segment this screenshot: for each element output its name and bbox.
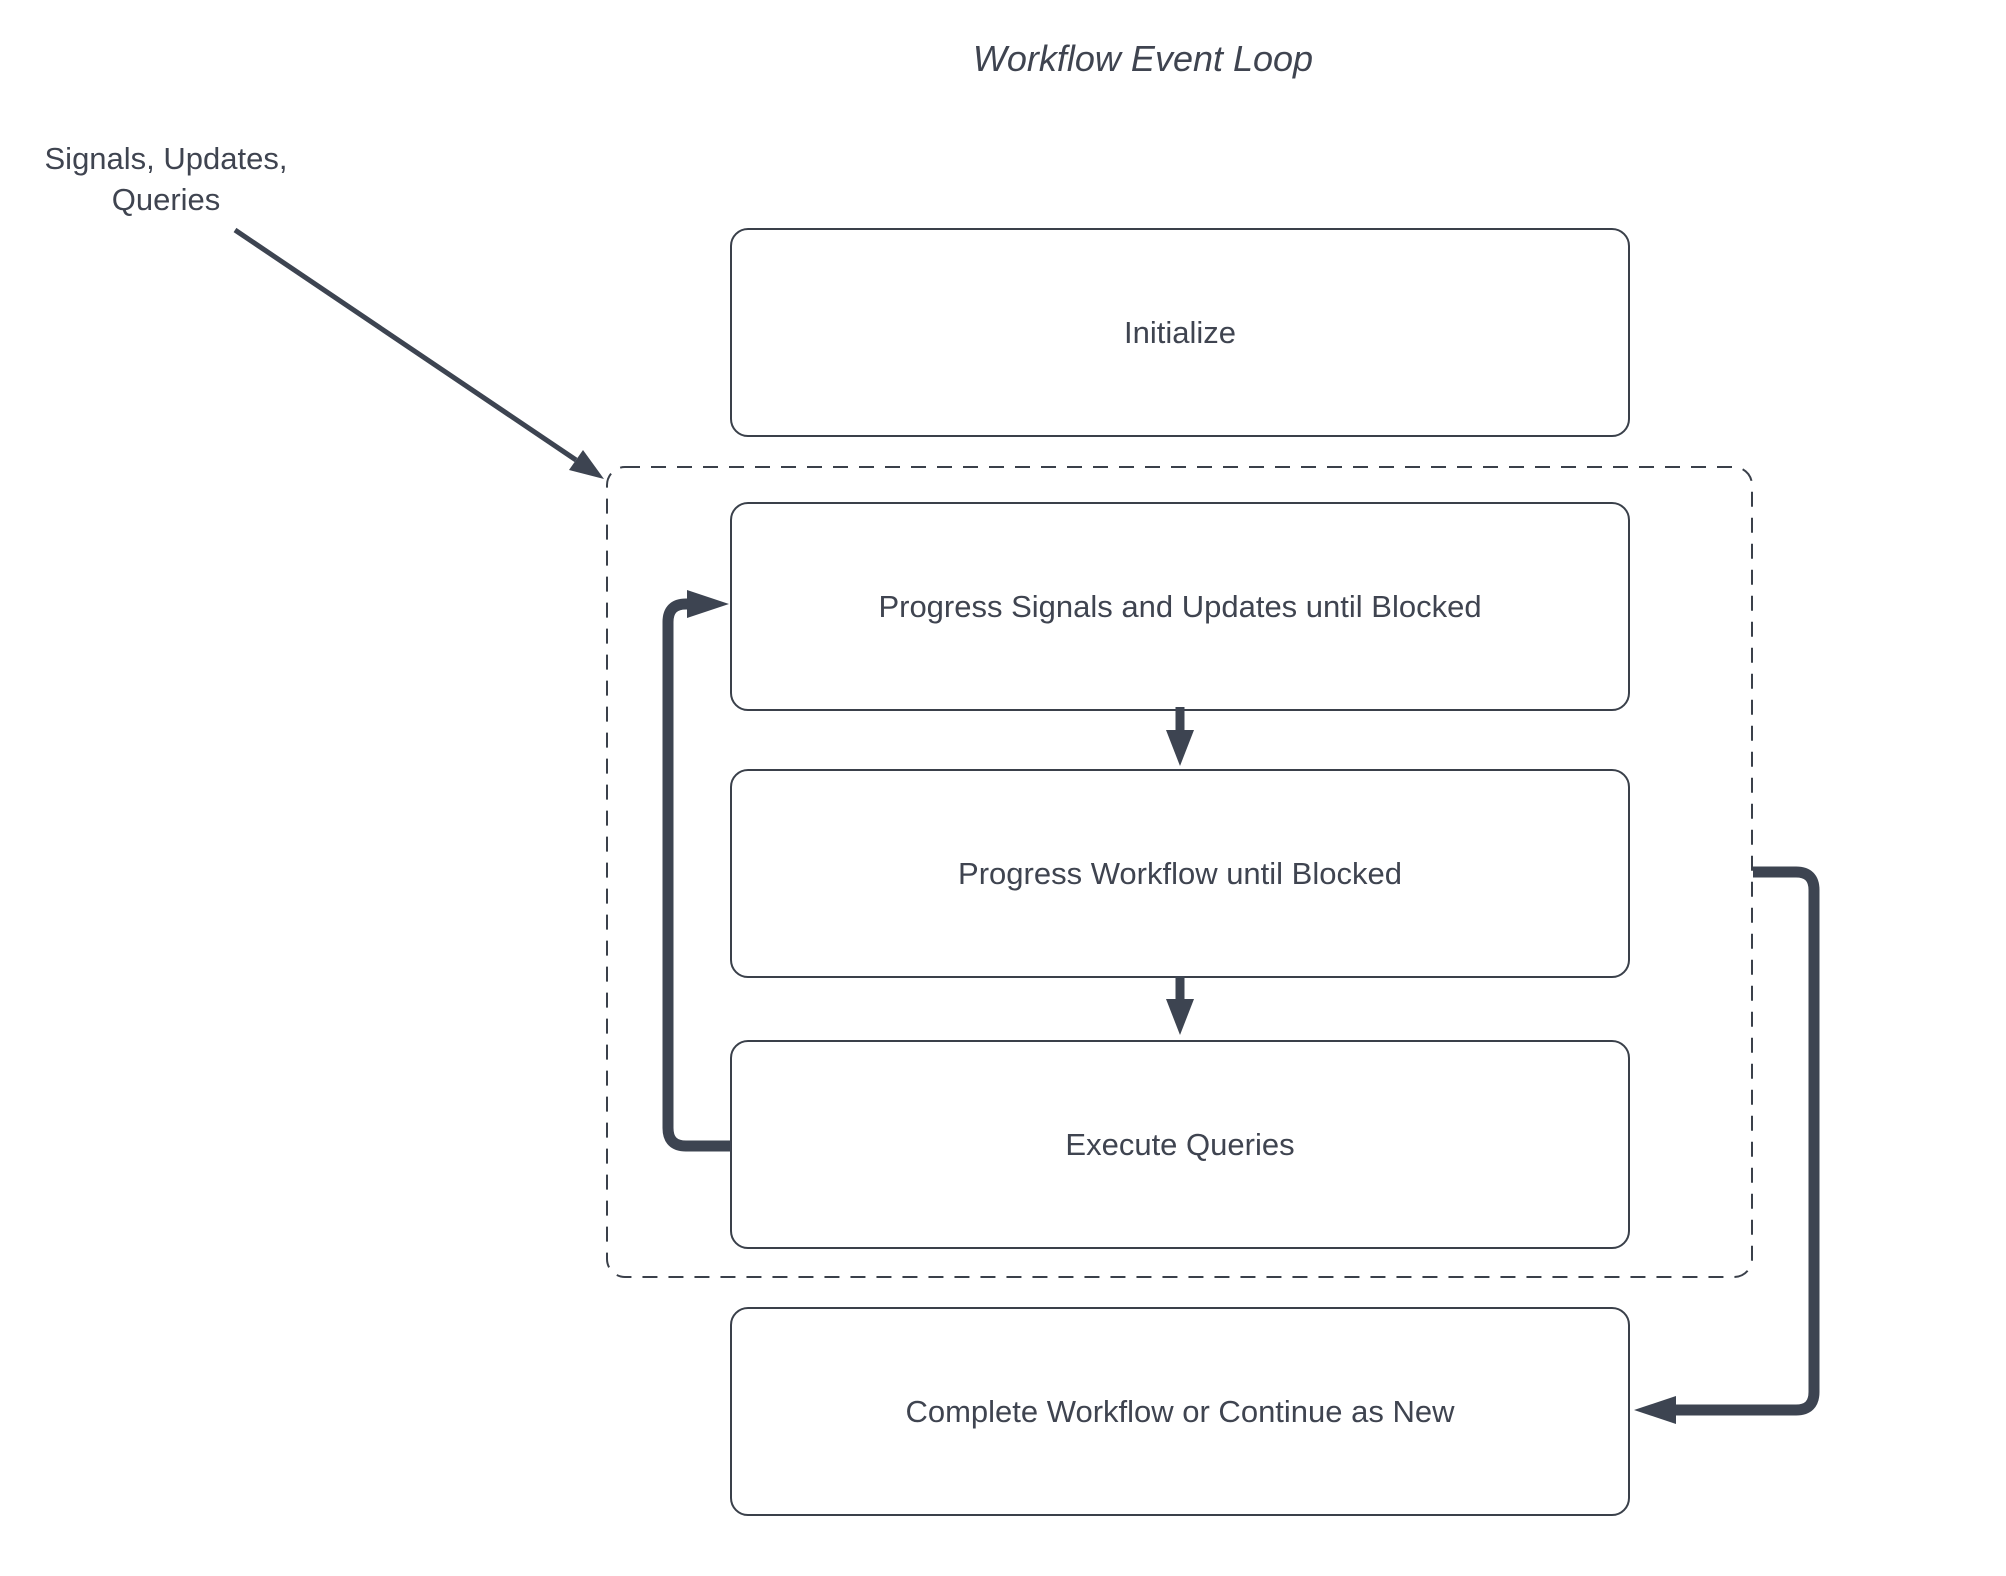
edge-signals-to-loop-arrow (233, 227, 604, 479)
signals-updates-queries-label: Signals, Updates, Queries (44, 141, 288, 217)
node-execute-queries: Execute Queries (730, 1040, 1630, 1249)
node-initialize-label: Initialize (1124, 314, 1236, 350)
diagram-title: Workflow Event Loop (972, 38, 1314, 79)
node-initialize: Initialize (730, 228, 1630, 437)
node-progress-workflow-label: Progress Workflow until Blocked (958, 855, 1402, 891)
node-progress-signals-updates-label: Progress Signals and Updates until Block… (878, 588, 1482, 624)
node-complete-or-continue-label: Complete Workflow or Continue as New (905, 1393, 1455, 1429)
edge-loop-to-complete-arrow (1634, 866, 1820, 1424)
edge-signals-to-workflow-arrow (1166, 707, 1194, 766)
node-complete-or-continue: Complete Workflow or Continue as New (730, 1307, 1630, 1516)
edge-queries-loopback-arrow (662, 590, 731, 1152)
node-execute-queries-label: Execute Queries (1065, 1126, 1295, 1162)
edge-workflow-to-queries-arrow (1166, 976, 1194, 1035)
node-progress-workflow: Progress Workflow until Blocked (730, 769, 1630, 978)
node-progress-signals-updates: Progress Signals and Updates until Block… (730, 502, 1630, 711)
